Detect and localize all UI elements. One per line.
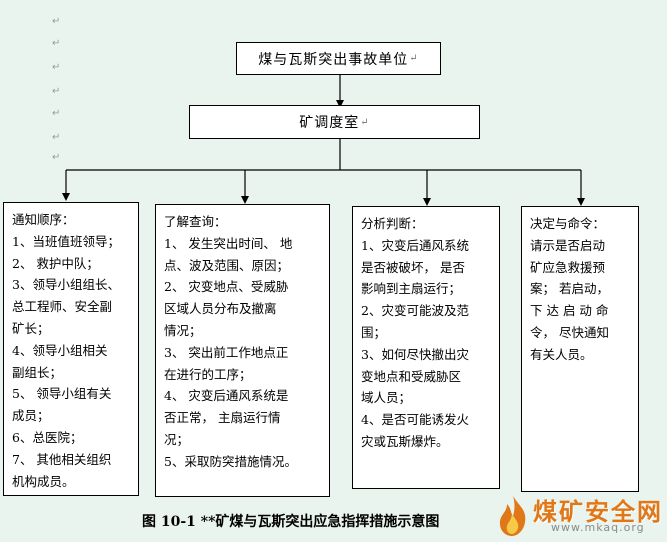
paragraph-mark: ↵ xyxy=(52,86,61,97)
paragraph-mark: ↵ xyxy=(52,152,61,163)
box-notification-order: 通知顺序： 1、当班值班领导； 2、 救护中队； 3、领导小组组长、 总工程师、… xyxy=(3,202,139,496)
text-line: 2、 灾变地点、受威胁 xyxy=(164,279,289,295)
text-line: 请示是否启动 xyxy=(530,237,606,253)
text-line: 影响到主扇运行； xyxy=(361,281,462,297)
text-line: 3、如何尽快撤出灾 xyxy=(361,346,469,362)
text-line: 区域人员分布及撤离 xyxy=(164,301,277,317)
flame-logo-icon xyxy=(499,496,526,536)
text-line: 灾或瓦斯爆炸。 xyxy=(361,433,449,449)
text-line: 下 达 启 动 命 xyxy=(530,303,609,319)
text-line: 3、 突出前工作地点正 xyxy=(164,344,289,360)
paragraph-mark: ↵ xyxy=(52,108,61,119)
node-accident-unit-label: 煤与瓦斯突出事故单位 xyxy=(258,51,409,68)
text-line: 况； xyxy=(164,431,190,447)
node-accident-unit: 煤与瓦斯突出事故单位↵ xyxy=(236,42,441,75)
watermark-name: 煤矿安全网 xyxy=(533,497,663,526)
text-line: 情况； xyxy=(164,322,202,338)
text-line: 3、领导小组组长、 xyxy=(12,277,120,293)
text-line: 否正常， 主扇运行情 xyxy=(164,410,281,426)
text-line: 在进行的工序； xyxy=(164,366,252,382)
site-watermark: 煤矿安全网 www.mkaq.org xyxy=(493,490,667,542)
text-line: 是否被破坏， 是否 xyxy=(361,259,465,275)
node-dispatch-room-label: 矿调度室 xyxy=(299,115,360,131)
paragraph-mark: ↵ xyxy=(52,16,61,27)
text-line: 矿应急救援预 xyxy=(530,259,606,275)
text-line: 1、当班值班领导； xyxy=(12,233,120,249)
text-line: 案； 若启动， xyxy=(530,281,609,297)
text-line: 总工程师、安全副 xyxy=(12,299,113,315)
text-line: 域人员； xyxy=(361,390,412,406)
figure-caption: 图 10-1 **矿煤与瓦斯突出应急指挥措施示意图 xyxy=(142,514,440,530)
box-decision: 决定与命令： 请示是否启动 矿应急救援预 案； 若启动， 下 达 启 动 命 令… xyxy=(521,206,639,492)
node-dispatch-room: 矿调度室↵ xyxy=(189,105,480,139)
text-line: 7、 其他相关组织 xyxy=(12,451,112,467)
text-line: 4、 灾变后通风系统是 xyxy=(164,388,289,404)
paragraph-mark: ↵ xyxy=(52,62,61,73)
paragraph-mark: ↵ xyxy=(52,132,61,143)
text-line: 变地点和受威胁区 xyxy=(361,368,462,384)
text-line: 了解查询： xyxy=(164,214,227,229)
text-line: 矿长； xyxy=(12,320,50,336)
text-line: 通知顺序： xyxy=(12,212,75,227)
text-line: 围； xyxy=(361,324,387,340)
text-line: 1、 发生突出时间、 地 xyxy=(164,235,293,251)
text-line: 4、是否可能诱发火 xyxy=(361,412,469,428)
text-line: 决定与命令： xyxy=(530,216,606,231)
text-line: 6、总医院； xyxy=(12,429,83,445)
paragraph-mark: ↵ xyxy=(52,38,61,49)
box-analysis: 分析判断： 1、灾变后通风系统 是否被破坏， 是否 影响到主扇运行； 2、灾变可… xyxy=(352,206,500,489)
text-line: 5、采取防突措施情况。 xyxy=(164,453,297,469)
text-line: 5、 领导小组有关 xyxy=(12,386,112,402)
paragraph-mark: ↵ xyxy=(360,116,370,128)
text-line: 成员； xyxy=(12,408,50,424)
text-line: 2、灾变可能波及范 xyxy=(361,303,469,319)
text-line: 副组长； xyxy=(12,364,63,380)
text-line: 点、波及范围、原因； xyxy=(164,257,290,273)
text-line: 1、灾变后通风系统 xyxy=(361,237,469,253)
paragraph-mark: ↵ xyxy=(409,53,419,64)
box-inquiry: 了解查询： 1、 发生突出时间、 地 点、波及范围、原因； 2、 灾变地点、受威… xyxy=(155,204,330,497)
text-line: 分析判断： xyxy=(361,216,424,231)
text-line: 4、领导小组相关 xyxy=(12,342,108,358)
text-line: 机构成员。 xyxy=(12,473,75,489)
text-line: 有关人员。 xyxy=(530,346,593,362)
text-line: 2、 救护中队； xyxy=(12,255,99,271)
watermark-url: www.mkaq.org xyxy=(551,521,645,534)
text-line: 令， 尽快通知 xyxy=(530,324,609,340)
